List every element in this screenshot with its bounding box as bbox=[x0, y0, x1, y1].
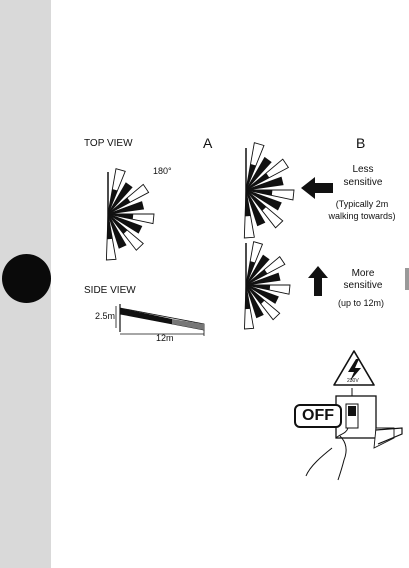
arrow-left-icon bbox=[301, 177, 333, 199]
less-sensitive-fan-diagram bbox=[242, 146, 302, 236]
less-sensitive-label-2: sensitive bbox=[330, 177, 396, 188]
side-view-heading: SIDE VIEW bbox=[84, 285, 136, 296]
voltage-label: 230V bbox=[347, 378, 359, 384]
less-sensitive-label-1: Less bbox=[336, 164, 390, 175]
less-sensitive-note-2: walking towards) bbox=[316, 211, 408, 221]
more-sensitive-label-2: sensitive bbox=[330, 280, 396, 291]
wall-switch-illustration bbox=[296, 388, 406, 483]
less-sensitive-note-1: (Typically 2m bbox=[320, 199, 404, 209]
off-badge: OFF bbox=[294, 404, 342, 428]
side-view-diagram bbox=[112, 302, 212, 342]
panel-a-letter: A bbox=[203, 135, 212, 151]
top-view-fan-diagram bbox=[104, 170, 164, 260]
top-view-heading: TOP VIEW bbox=[84, 138, 133, 149]
more-sensitive-label-1: More bbox=[336, 268, 390, 279]
arrow-up-icon bbox=[308, 266, 328, 296]
section-tab-marker bbox=[2, 254, 51, 303]
panel-b-letter: B bbox=[356, 135, 365, 151]
more-sensitive-note: (up to 12m) bbox=[322, 298, 400, 308]
page-edge-mark bbox=[405, 268, 409, 290]
off-text: OFF bbox=[296, 406, 340, 426]
more-sensitive-fan-diagram bbox=[242, 241, 302, 331]
